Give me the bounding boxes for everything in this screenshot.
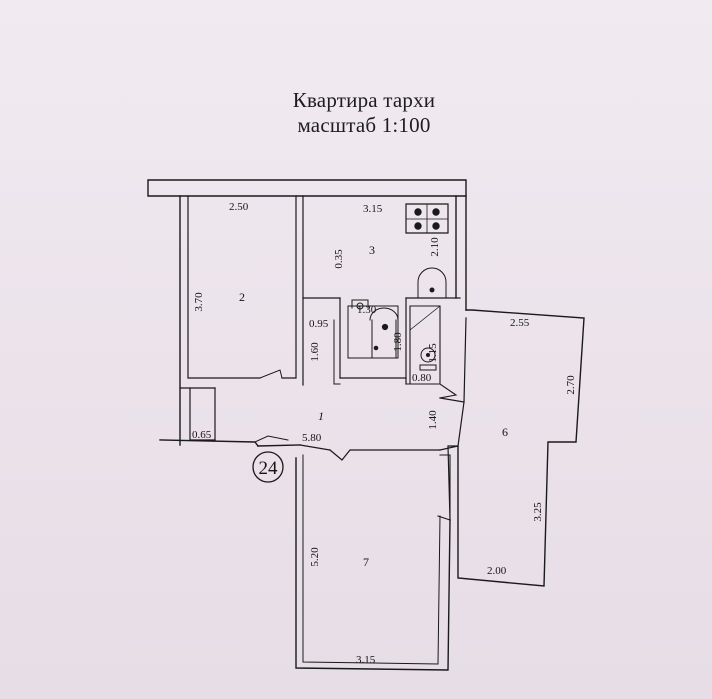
room-7-walls bbox=[295, 454, 451, 671]
washbasin-icon bbox=[351, 299, 369, 310]
apartment-number: 24 bbox=[259, 458, 279, 479]
room-6-label: 6 bbox=[502, 425, 508, 439]
room-2-label: 2 bbox=[239, 290, 245, 304]
plan-scale: масштаб 1:100 bbox=[297, 113, 431, 137]
outer-top-wall bbox=[147, 179, 467, 197]
dim-room7-length: 5.20 bbox=[309, 547, 321, 567]
stove-icon bbox=[405, 203, 449, 234]
dim-kitchen-width: 3.15 bbox=[363, 203, 383, 215]
room-2-walls bbox=[179, 195, 297, 446]
dim-0-80: 0.80 bbox=[412, 372, 432, 384]
dim-room2-length: 3.70 bbox=[193, 292, 205, 312]
room-3-label: 3 bbox=[369, 243, 375, 257]
room-1-walls bbox=[159, 383, 465, 461]
dim-0-65: 0.65 bbox=[192, 429, 212, 441]
apartment-number-badge: 24 bbox=[252, 451, 284, 483]
dim-0-35: 0.35 bbox=[333, 249, 345, 269]
dim-room7-width: 3.15 bbox=[356, 654, 376, 666]
room-7-label: 7 bbox=[363, 555, 369, 569]
dim-1-30: 1.30 bbox=[357, 304, 377, 316]
dim-1-15: 1.15 bbox=[427, 343, 439, 363]
bathtub-icon bbox=[373, 323, 389, 351]
dim-1-40: 1.40 bbox=[427, 410, 439, 430]
dim-2-00: 2.00 bbox=[487, 565, 507, 577]
plan-title: Квартира тархи bbox=[292, 88, 436, 112]
kitchen-sink-icon bbox=[417, 267, 447, 299]
dim-room2-width: 2.50 bbox=[229, 201, 249, 213]
dim-room6-length: 2.70 bbox=[565, 375, 577, 395]
dim-1-60: 1.60 bbox=[309, 342, 321, 362]
room-1-label: 1 bbox=[318, 409, 324, 423]
bathroom-walls bbox=[333, 297, 407, 385]
dim-room6-width: 2.55 bbox=[510, 317, 530, 329]
dim-bath-length: 1.80 bbox=[392, 332, 404, 352]
dim-corridor-length: 5.80 bbox=[302, 432, 322, 444]
toilet-icon bbox=[419, 347, 437, 371]
dim-kitchen-length: 2.10 bbox=[429, 237, 441, 257]
dim-0-95: 0.95 bbox=[309, 318, 329, 330]
room-6-walls bbox=[447, 309, 585, 587]
room-3-walls bbox=[302, 195, 467, 386]
dim-room6-lower: 3.25 bbox=[532, 502, 544, 522]
